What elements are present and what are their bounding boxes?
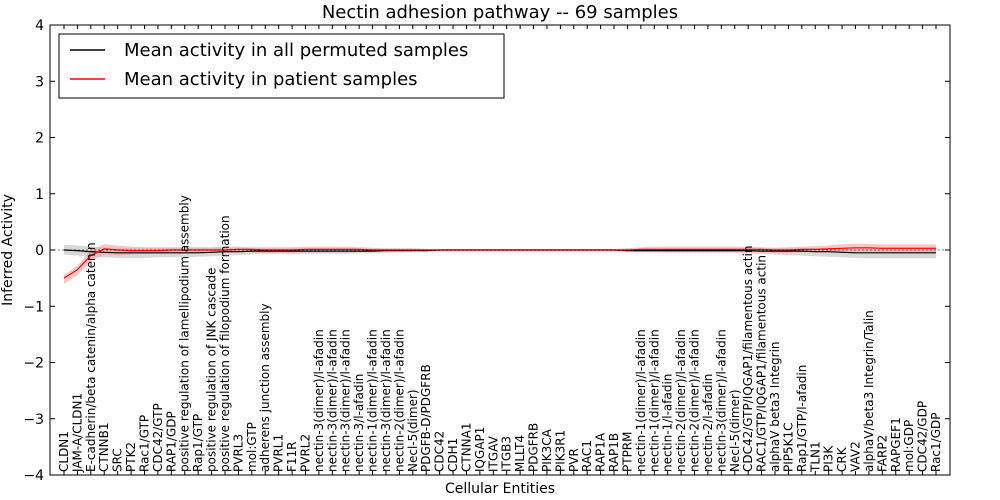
x-tick-label: Rap1/GTP bbox=[191, 414, 205, 472]
x-tick-label: PIK3CA bbox=[540, 428, 554, 472]
x-tick-label: F11R bbox=[285, 441, 299, 472]
x-tick-label: SRC bbox=[111, 448, 125, 472]
x-tick-label: nectin-3(dimer)/l-afadin bbox=[339, 329, 353, 472]
legend-frame bbox=[58, 33, 505, 99]
x-tick-label: nectin-3(dimer)/l-afadin bbox=[325, 329, 339, 472]
x-tick-label: Rap1/GTP/l-afadin bbox=[795, 365, 809, 472]
x-tick-label: nectin-3(dimer)/l-afadin bbox=[312, 329, 326, 472]
x-axis-ticks bbox=[63, 25, 937, 475]
y-tick-label: 0 bbox=[35, 243, 44, 259]
x-tick-label: PTPRM bbox=[620, 432, 634, 473]
x-tick-label: nectin-1(dimer)/l-afadin bbox=[634, 329, 648, 472]
y-tick-label: 3 bbox=[35, 74, 44, 90]
x-tick-label: nectin-3/l-afadin bbox=[352, 374, 366, 472]
x-tick-label: ITGAV bbox=[486, 435, 500, 472]
x-tick-label: nectin-3(dimer)/l-afadin bbox=[714, 329, 728, 472]
x-tick-label: MLLT4 bbox=[513, 435, 527, 472]
x-tick-label: Necl-5(dimer) bbox=[728, 389, 742, 472]
x-tick-label: PVRL3 bbox=[231, 434, 245, 472]
y-axis-ticks: −4 −3 −2 −1 0 1 2 3 4 bbox=[23, 18, 950, 484]
legend-label-patient: Mean activity in patient samples bbox=[124, 69, 418, 90]
x-tick-label: RAPGEF1 bbox=[889, 417, 903, 472]
x-tick-label: nectin-2/l-afadin bbox=[701, 374, 715, 472]
x-tick-label: PVR bbox=[567, 448, 581, 472]
x-tick-label: CDC42/GDP bbox=[916, 401, 930, 472]
x-tick-label: nectin-3(dimer)/l-afadin bbox=[379, 329, 393, 472]
y-tick-label: 2 bbox=[35, 131, 44, 147]
x-tick-label: CDC42/GTP/IQGAP1/filamentous actin bbox=[741, 246, 755, 472]
legend: Mean activity in all permuted samples Me… bbox=[58, 33, 505, 99]
x-tick-label: mol:GTP bbox=[245, 422, 259, 472]
x-tick-label: PDGFB-D/PDGFRB bbox=[419, 364, 433, 472]
x-tick-label: nectin-2(dimer)/l-afadin bbox=[392, 329, 406, 472]
x-tick-label: CDC42/GTP bbox=[151, 403, 165, 472]
x-tick-label: CTNNB1 bbox=[97, 422, 111, 472]
y-tick-label: 1 bbox=[35, 187, 44, 203]
x-tick-label: PVRL2 bbox=[299, 434, 313, 472]
x-tick-label: PIK3R1 bbox=[553, 430, 567, 472]
y-axis-label: Inferred Activity bbox=[0, 194, 16, 306]
x-tick-label: PVRL1 bbox=[272, 434, 286, 472]
x-tick-label: nectin-2(dimer)/l-afadin bbox=[674, 329, 688, 472]
x-tick-label: Necl-5(dimer) bbox=[406, 389, 420, 472]
x-tick-label: nectin-1/l-afadin bbox=[661, 374, 675, 472]
chart-title: Nectin adhesion pathway -- 69 samples bbox=[322, 2, 678, 23]
x-tick-label: nectin-1(dimer)/l-afadin bbox=[647, 329, 661, 472]
x-tick-label: PTK2 bbox=[124, 442, 138, 472]
x-tick-label: nectin-1(dimer)/l-afadin bbox=[366, 329, 380, 472]
x-tick-label: Rac1/GDP bbox=[929, 413, 943, 472]
x-tick-label: PDGFRB bbox=[527, 423, 541, 472]
x-tick-label: TLN1 bbox=[808, 441, 822, 473]
x-tick-label: RAP1A bbox=[594, 432, 608, 472]
x-tick-label: CLDN1 bbox=[57, 431, 71, 472]
x-tick-label: RAC1 bbox=[580, 440, 594, 472]
x-tick-label: nectin-2(dimer)/l-afadin bbox=[688, 329, 702, 472]
y-tick-label: −2 bbox=[23, 356, 44, 372]
x-axis-label: Cellular Entities bbox=[445, 481, 555, 497]
y-tick-label: 4 bbox=[35, 18, 44, 34]
x-tick-label: RAC1/GTP/IQGAP1/filamentous actin bbox=[755, 255, 769, 472]
x-tick-label: positive regulation of filopodium format… bbox=[218, 215, 232, 472]
x-tick-label: RAP1/GDP bbox=[164, 411, 178, 472]
x-tick-label: mol:GDP bbox=[902, 420, 916, 472]
x-tick-label: VAV2 bbox=[849, 441, 863, 472]
x-tick-label: alphaV beta3 Integrin bbox=[768, 341, 782, 472]
x-tick-label: CRK bbox=[835, 446, 849, 472]
x-tick-label: positive regulation of JNK cascade bbox=[205, 268, 219, 472]
x-tick-label: adherens junction assembly bbox=[258, 303, 272, 472]
x-tick-label: CDH1 bbox=[446, 438, 460, 472]
legend-label-permuted: Mean activity in all permuted samples bbox=[124, 40, 468, 61]
x-tick-label: PI3K bbox=[822, 445, 836, 472]
x-tick-label: E-cadherin/beta catenin/alpha catenin bbox=[84, 242, 98, 472]
x-tick-label: alphaV/beta3 Integrin/Talin bbox=[862, 310, 876, 472]
x-tick-label: positive regulation of lamellipodium ass… bbox=[178, 195, 192, 472]
x-tick-label: CDC42 bbox=[433, 431, 447, 472]
x-tick-label: ITGB3 bbox=[500, 436, 514, 472]
x-tick-label: FARP2 bbox=[875, 435, 889, 472]
y-tick-label: −3 bbox=[23, 412, 44, 428]
x-tick-label: PIP5K1C bbox=[781, 422, 795, 472]
y-tick-label: −1 bbox=[23, 299, 44, 315]
y-tick-label: −4 bbox=[23, 468, 44, 484]
x-tick-label: CTNNA1 bbox=[460, 422, 474, 472]
x-tick-label: RAP1B bbox=[607, 433, 621, 472]
x-tick-label: JAM-A/CLDN1 bbox=[70, 393, 84, 473]
x-tick-label: Rac1/GTP bbox=[138, 415, 152, 472]
x-tick-label: IQGAP1 bbox=[473, 427, 487, 472]
